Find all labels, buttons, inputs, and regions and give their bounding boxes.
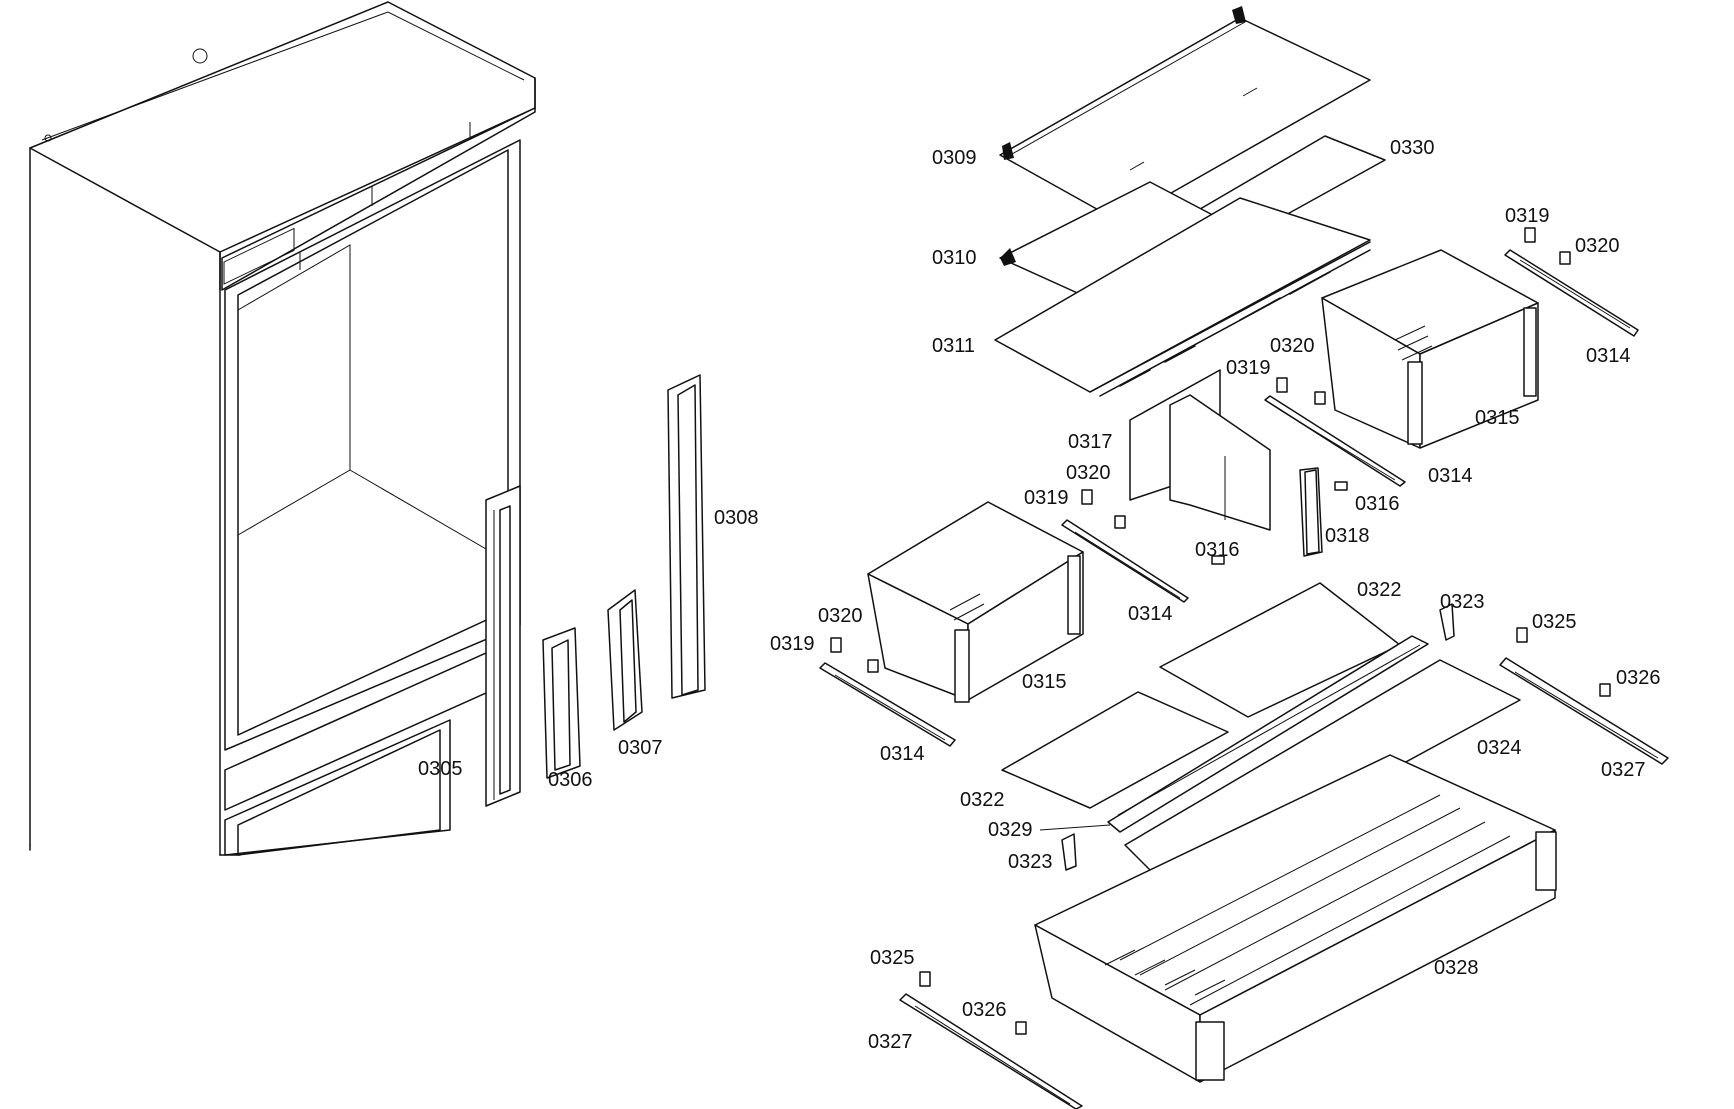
label-0325-b: 0325 [870,947,915,969]
crisper-drawer-0315-upper [1321,249,1539,449]
label-0314-a: 0314 [1586,345,1631,367]
label-0319-d: 0319 [770,633,815,655]
glass-shelf-0309 [999,6,1371,223]
trim-strip-0306 [542,627,581,779]
bracket-0323-a [1439,603,1455,641]
label-0308: 0308 [714,507,759,529]
divider-panel-0317 [1129,369,1271,531]
glass-shelf-0322-upper [1159,582,1401,718]
trim-strip-0305 [485,485,521,807]
label-0324: 0324 [1477,737,1522,759]
label-0314-b: 0314 [1428,465,1473,487]
clip-0319-d [830,637,842,653]
trim-strip-0307 [607,589,643,731]
label-0314-c: 0314 [1128,603,1173,625]
shelf-frame-0329 [1107,635,1429,833]
clip-0326-a [1599,683,1611,697]
glass-shelf-0322-lower [1001,691,1229,809]
leader-0329 [1039,824,1111,831]
label-0320-d: 0320 [818,605,863,627]
label-0320-b: 0320 [1270,335,1315,357]
clip-0320-b [1314,391,1326,405]
label-0319-b: 0319 [1226,357,1271,379]
label-0328: 0328 [1434,957,1479,979]
label-0315-a: 0315 [1475,407,1520,429]
label-0322-b: 0322 [960,789,1005,811]
label-0327-b: 0327 [868,1031,913,1053]
label-0319-c: 0319 [1024,487,1069,509]
clip-0325-b [919,971,931,987]
label-0317: 0317 [1068,431,1113,453]
label-0323-b: 0323 [1008,851,1053,873]
label-0316-a: 0316 [1355,493,1400,515]
slide-rail-0327-a [1499,657,1669,765]
label-0306: 0306 [548,769,593,791]
label-0309: 0309 [932,147,977,169]
clip-0325-a [1516,627,1528,643]
label-0307: 0307 [618,737,663,759]
slide-rail-0314-b [1264,395,1406,487]
label-0310: 0310 [932,247,977,269]
clip-0320-d [867,659,879,673]
label-0305: 0305 [418,758,463,780]
trim-strip-0308 [667,374,706,699]
label-0322-a: 0322 [1357,579,1402,601]
slide-rail-0314-c [1061,519,1189,603]
label-0316-b: 0316 [1195,539,1240,561]
label-0311: 0311 [932,335,975,357]
slide-rail-0314-a [1504,249,1639,337]
clip-0319-b [1276,377,1288,393]
crisper-drawer-0315-lower [867,501,1084,703]
clip-0319-c [1081,489,1093,505]
label-0329: 0329 [988,819,1033,841]
label-0323-a: 0323 [1440,591,1485,613]
label-0320-a: 0320 [1575,235,1620,257]
label-0320-c: 0320 [1066,462,1111,484]
clip-0316-a [1334,481,1348,491]
freezer-basket-0328 [1034,754,1557,1083]
clip-0326-b [1015,1021,1027,1035]
label-0326-b: 0326 [962,999,1007,1021]
bracket-0323-b [1061,833,1077,871]
clip-0320-a [1559,251,1571,265]
part-labels: 0305 0306 0307 0308 0309 0330 0310 0311 … [418,137,1661,1053]
label-0327-a: 0327 [1601,759,1646,781]
label-0319-a: 0319 [1505,205,1550,227]
label-0315-b: 0315 [1022,671,1067,693]
label-0314-d: 0314 [880,743,925,765]
refrigerator-cabinet [29,1,536,856]
clip-0320-c [1114,515,1126,529]
label-0325-a: 0325 [1532,611,1577,633]
slide-rail-0314-d [819,662,956,747]
clip-0316-b [1211,555,1225,565]
trim-piece-0318 [1299,467,1323,557]
label-0318: 0318 [1325,525,1370,547]
clip-0319-a [1524,227,1536,243]
label-0326-a: 0326 [1616,667,1661,689]
shelf-cover-0311 [994,197,1371,397]
label-0330: 0330 [1390,137,1435,159]
slide-rail-0327-b [899,993,1083,1109]
